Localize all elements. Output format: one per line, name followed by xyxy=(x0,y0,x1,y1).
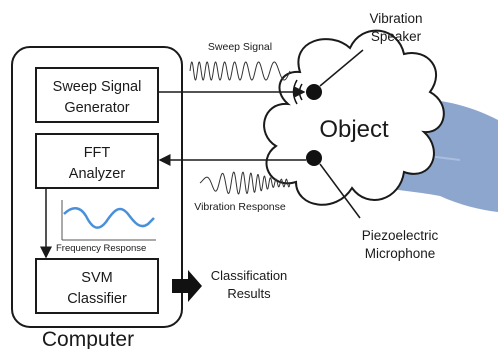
frequency-response-label: Frequency Response xyxy=(56,243,146,254)
sweep-signal-waveform xyxy=(189,61,291,81)
computer-label: Computer xyxy=(42,328,134,349)
speaker-label-line2: Speaker xyxy=(371,29,422,44)
sweep-generator-label-line2: Generator xyxy=(64,100,129,116)
microphone-leader-line xyxy=(319,163,361,219)
fft-analyzer-label-line2: Analyzer xyxy=(69,166,126,182)
svm-classifier-block xyxy=(35,258,159,314)
vibration-response-waveform xyxy=(199,171,291,195)
frequency-response-plot xyxy=(61,200,156,241)
classification-output-arrow xyxy=(172,270,202,302)
svm-classifier-label-line1: SVM xyxy=(81,270,112,286)
fft-analyzer-block xyxy=(35,133,159,189)
microphone-label-line2: Microphone xyxy=(365,246,436,261)
microphone-label-line1: Piezoelectric xyxy=(362,228,439,243)
fft-analyzer-label-line1: FFT xyxy=(84,145,111,161)
sweep-generator-block xyxy=(35,67,159,123)
object-label: Object xyxy=(319,116,389,143)
speaker-icon xyxy=(306,84,322,100)
classification-results-line1: Classification xyxy=(211,268,288,283)
vibration-response-label: Vibration Response xyxy=(194,201,286,213)
sweep-signal-label: Sweep Signal xyxy=(208,41,272,53)
classification-results-line2: Results xyxy=(227,286,271,301)
computer-box xyxy=(11,46,183,328)
microphone-icon xyxy=(306,150,322,166)
speaker-label-line1: Vibration xyxy=(369,11,422,26)
svm-classifier-label-line2: Classifier xyxy=(67,291,127,307)
sweep-generator-label-line1: Sweep Signal xyxy=(53,79,142,95)
speaker-leader-line xyxy=(319,49,364,87)
